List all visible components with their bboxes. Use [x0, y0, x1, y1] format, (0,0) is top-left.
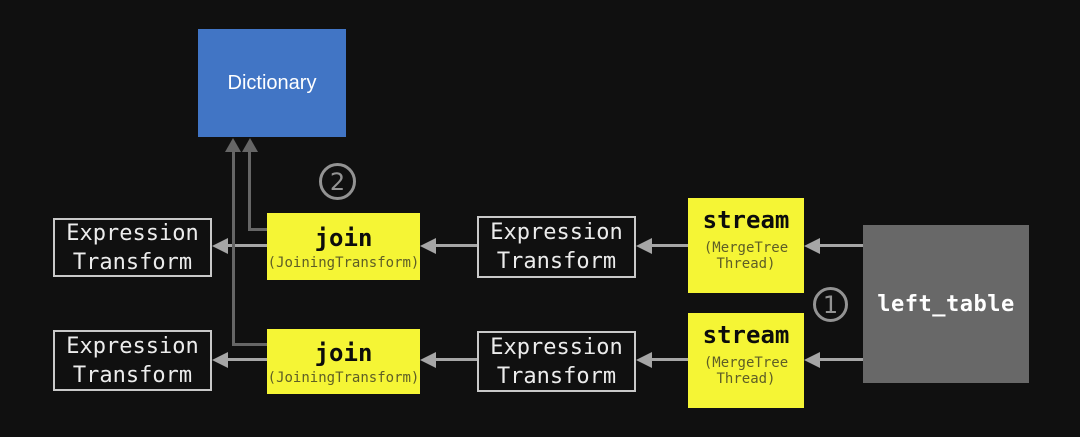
- join-node-subtitle: (JoiningTransform): [267, 369, 420, 386]
- stream-node-subtitle: (MergeTree Thread): [704, 240, 788, 272]
- stream-node-title: stream: [702, 321, 790, 349]
- stream-node-subtitle-line1: (MergeTree: [703, 355, 789, 371]
- connector-join-bottom-to-dictionary: [232, 151, 235, 346]
- join-node-subtitle: (JoiningTransform): [267, 254, 420, 271]
- stream-node-subtitle-line1: (MergeTree: [703, 240, 789, 256]
- dictionary-node: Dictionary: [198, 29, 346, 137]
- connector-join-top-to-dictionary: [248, 151, 251, 231]
- arrowhead-left-icon: [212, 238, 228, 254]
- arrowhead-up-icon: [225, 138, 241, 152]
- arrow-left-table-to-stream-top: [820, 244, 863, 247]
- arrow-stream-top-to-expression-top-right: [652, 244, 688, 247]
- left-table-node: left_table: [863, 225, 1029, 383]
- connector-join-bottom-to-dictionary-elbow: [232, 343, 267, 346]
- arrowhead-left-icon: [212, 352, 228, 368]
- stream-node-title: stream: [702, 206, 790, 234]
- join-node-top: join (JoiningTransform): [267, 213, 420, 280]
- expression-transform-node-top-left: Expression Transform: [53, 218, 212, 277]
- expression-transform-node-bottom-right: Expression Transform: [477, 331, 636, 392]
- stream-node-bottom: stream (MergeTree Thread): [688, 313, 804, 408]
- arrowhead-left-icon: [420, 352, 436, 368]
- join-node-title: join: [314, 338, 373, 367]
- arrowhead-left-icon: [636, 238, 652, 254]
- arrow-stream-bottom-to-expression-bottom-right: [652, 358, 688, 361]
- join-node-bottom: join (JoiningTransform): [267, 329, 420, 394]
- arrow-join-top-to-expression-top-left: [228, 244, 267, 247]
- step-2-badge: 2: [319, 163, 356, 200]
- arrowhead-left-icon: [804, 352, 820, 368]
- expression-transform-node-bottom-left: Expression Transform: [53, 330, 212, 391]
- arrowhead-left-icon: [804, 238, 820, 254]
- stream-node-subtitle: (MergeTree Thread): [704, 355, 788, 387]
- arrow-expression-bottom-right-to-join-bottom: [436, 358, 477, 361]
- arrowhead-left-icon: [420, 238, 436, 254]
- arrow-left-table-to-stream-bottom: [820, 358, 863, 361]
- arrow-join-bottom-to-expression-bottom-left: [228, 358, 267, 361]
- step-1-badge: 1: [813, 287, 848, 322]
- stream-node-subtitle-line2: Thread): [716, 256, 776, 272]
- arrowhead-up-icon: [242, 138, 258, 152]
- arrow-expression-top-right-to-join-top: [436, 244, 477, 247]
- arrowhead-left-icon: [636, 352, 652, 368]
- connector-join-top-to-dictionary-elbow: [248, 228, 267, 231]
- stream-node-top: stream (MergeTree Thread): [688, 198, 804, 293]
- stream-node-subtitle-line2: Thread): [716, 371, 776, 387]
- expression-transform-node-top-right: Expression Transform: [477, 216, 636, 278]
- join-node-title: join: [314, 223, 373, 252]
